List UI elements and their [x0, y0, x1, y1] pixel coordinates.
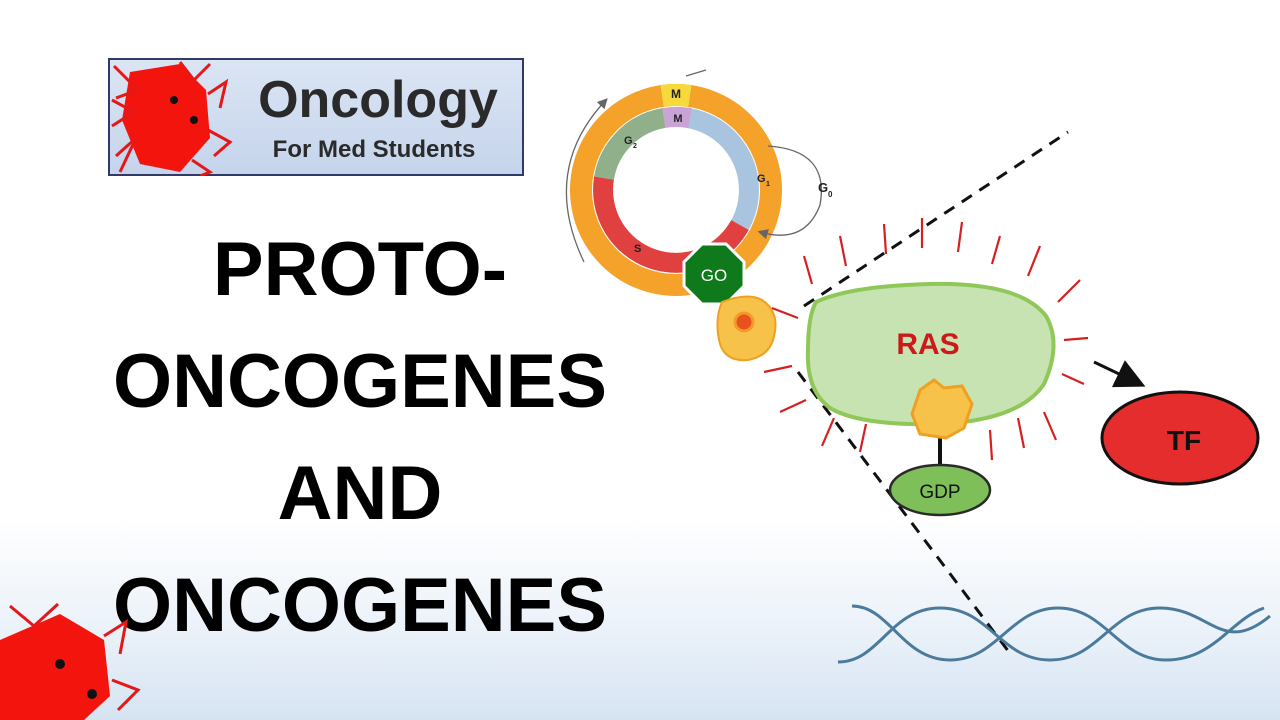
- stop-sign-label: GO: [701, 266, 727, 285]
- cycle-direction-tick: [685, 69, 707, 77]
- s-label: S: [634, 243, 641, 255]
- g2-subscript: 2: [633, 143, 637, 150]
- gdp-molecule: [888, 463, 992, 517]
- gdp-label: GDP: [919, 482, 960, 503]
- g1-segment: [675, 107, 759, 230]
- membrane-dashed-line-lower: [796, 371, 1014, 657]
- ras-to-tf-arrow: [1093, 360, 1146, 388]
- outer-m-segment: [660, 83, 692, 107]
- background-gradient: [0, 520, 1280, 720]
- activation-rays: [763, 218, 1089, 461]
- g2-label: G: [624, 135, 633, 147]
- transcription-factor: [1100, 390, 1260, 486]
- cycle-direction-arrow: [565, 98, 608, 263]
- g1-subscript: 1: [766, 181, 770, 188]
- ras-protein: [805, 281, 1056, 427]
- inner-m-label: M: [673, 113, 682, 125]
- tf-label: TF: [1167, 425, 1201, 456]
- ras-label: RAS: [896, 328, 959, 361]
- outer-m-label: M: [671, 87, 681, 101]
- title-line: PROTO-: [212, 227, 508, 312]
- g0-subscript: 0: [828, 190, 833, 199]
- growth-factor-blob: [716, 295, 777, 362]
- logo-subtitle: For Med Students: [272, 136, 476, 163]
- corner-crab-icon: [0, 602, 141, 720]
- title-line: AND: [277, 451, 443, 536]
- membrane-dashed-line-upper: [803, 130, 1069, 308]
- stop-sign: GO: [682, 242, 746, 306]
- g0-label: G: [818, 180, 828, 195]
- binding-site-blob: [910, 378, 974, 440]
- title-line: ONCOGENES: [112, 339, 608, 424]
- m-segment: [662, 106, 692, 128]
- g2-segment: [594, 108, 667, 181]
- g0-loop-arrow: [757, 145, 822, 240]
- logo-title: Oncology: [258, 71, 498, 129]
- title-line: ONCOGENES: [112, 563, 608, 648]
- crab-icon: [111, 61, 233, 176]
- dna-helix: [837, 604, 1271, 664]
- oncology-logo: Oncology For Med Students: [108, 58, 524, 176]
- page-title: PROTO- ONCOGENES AND ONCOGENES: [80, 214, 640, 662]
- g1-label: G: [757, 173, 766, 185]
